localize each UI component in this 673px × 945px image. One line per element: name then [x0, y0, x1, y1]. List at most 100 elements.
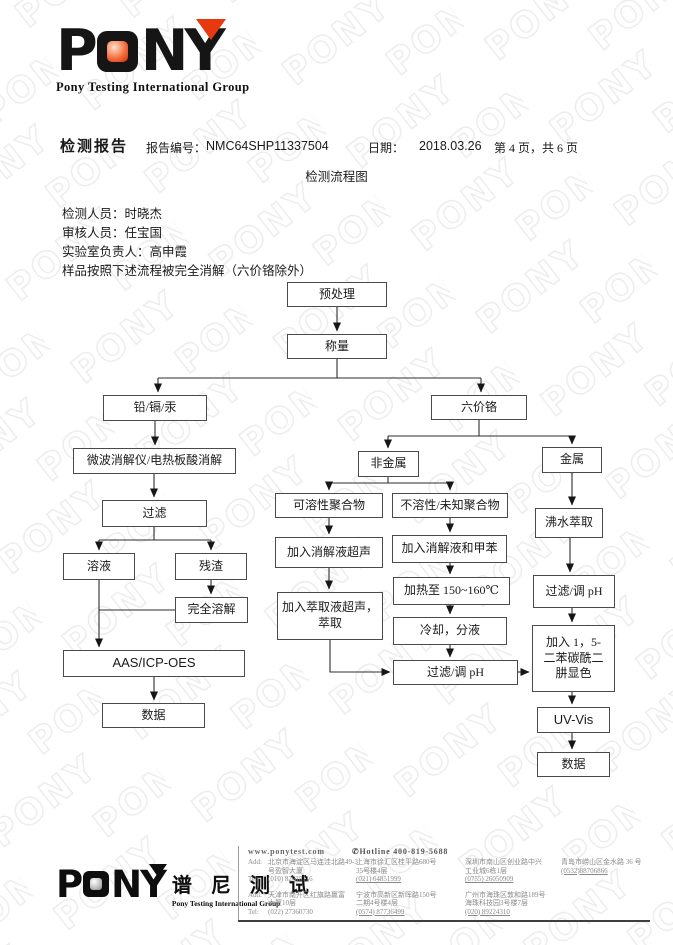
info-line: 样品按照下述流程被完全消解（六价铬除外） [62, 264, 313, 278]
logo-letter-o [83, 871, 110, 897]
flow-box-digest: 微波消解仪/电热板酸消解 [73, 448, 236, 474]
contact-address: 35号楼4层 [356, 866, 388, 875]
flow-box-data2: 数据 [537, 752, 610, 777]
contact-address: 北京市海淀区马连洼北路49-3 [268, 858, 358, 866]
flow-box-data1: 数据 [102, 703, 205, 728]
flow-box-dissolve: 完全溶解 [175, 597, 248, 623]
contact-address: 海珠科技园3号楼7层 [465, 899, 528, 907]
contact-tel: (021) 64851999 [356, 875, 401, 883]
contact-tel: (020) 89224310 [465, 907, 510, 916]
date-value: 2018.03.26 [419, 139, 482, 153]
logo-letter-p: P [56, 862, 83, 906]
footer-hotline: ✆Hotline 400-819-5688 [352, 847, 448, 856]
flow-box-metal: 金属 [542, 447, 602, 473]
contact-label: Tel: [248, 907, 259, 916]
logo-letter-o [96, 30, 138, 72]
info-line: 实验室负责人：高申霞 [62, 245, 188, 259]
contact-tel: (0532)88706866 [561, 866, 608, 875]
flow-box-pre: 预处理 [287, 282, 387, 307]
contact-address: 二期4号楼4层 [356, 899, 398, 907]
flow-box-residue: 残渣 [175, 553, 247, 580]
page-info: 第 4 页，共 6 页 [494, 141, 579, 155]
logo-letter-p: P [56, 18, 98, 84]
contact-address: 青岛市崂山区金水路 36 号 [561, 858, 642, 866]
flow-box-pb: 铅/镉/汞 [103, 395, 207, 421]
contact-address: 宁波市高新区新晖路150号 [356, 890, 437, 899]
footer-logo-subtitle: Pony Testing International Group [171, 899, 281, 908]
flow-box-heat: 加热至 150~160℃ [393, 577, 510, 605]
flow-box-aas: AAS/ICP-OES [63, 650, 245, 677]
flow-box-nonmetal: 非金属 [358, 451, 419, 477]
footer-contact-entry: 深圳市南山区创业路中兴工业城6栋1层(0755) 26050909 [465, 858, 546, 884]
flow-box-boiling: 沸水萃取 [535, 508, 603, 538]
footer-hotline-text: Hotline 400-819-5688 [359, 847, 449, 856]
footer-website: www.ponytest.com [248, 847, 325, 856]
logo-o-core [106, 40, 128, 62]
contact-address: 上海市徐汇区桂平路680号 [356, 858, 437, 866]
report-title: 检测报告 [60, 139, 129, 155]
footer-contact-entry: 广州市海珠区敦和路189号海珠科技园3号楼7层(020) 89224310 [465, 891, 546, 917]
logo-triangle [195, 19, 226, 40]
logo-letter-y: Y [185, 18, 226, 84]
logo-letter-y: Y [140, 862, 167, 906]
footer-contact-entry: 青岛市崂山区金水路 36 号(0532)88706866 [561, 858, 642, 875]
contact-tel: (0574) 87736499 [356, 907, 405, 916]
logo-o-core [90, 878, 103, 890]
logo-letter-n: N [111, 862, 142, 906]
logo-triangle [148, 863, 167, 877]
info-line: 审核人员：任宝国 [62, 226, 163, 240]
personnel-info: 检测人员：时晓杰审核人员：任宝国实验室负责人：高申霞样品按照下述流程被完全消解（… [62, 205, 312, 281]
flow-box-filterph1: 过滤/调 pH [393, 660, 518, 685]
contact-address: 大厦10层 [268, 899, 296, 907]
flow-box-insoluble: 不溶性/未知聚合物 [392, 493, 508, 518]
footer-divider [238, 846, 239, 922]
flow-box-solution: 溶液 [63, 553, 135, 580]
report-no-label: 报告编号： [146, 141, 207, 155]
flow-box-cool: 冷却，分液 [393, 617, 507, 645]
contact-address: 天津市南开区红旗路赢富 [268, 890, 345, 899]
phone-icon: ✆ [352, 847, 360, 856]
flow-box-addtoluene: 加入消解液和甲苯 [392, 535, 507, 563]
flow-box-adddigest: 加入消解液超声 [275, 537, 383, 568]
flow-box-filter1: 过滤 [102, 500, 207, 527]
contact-address: 深圳市南山区创业路中兴 [465, 858, 542, 866]
footer-contact-column: 青岛市崂山区金水路 36 号(0532)88706866 [561, 858, 642, 882]
footer-logo-cn: 谱 尼 测 试 [171, 875, 316, 897]
contact-address: 广州市海珠区敦和路189号 [465, 890, 546, 899]
info-line: 检测人员：时晓杰 [62, 207, 163, 221]
contact-tel: (0755) 26050909 [465, 875, 514, 883]
footer-contact-entry: 宁波市高新区新晖路150号二期4号楼4层(0574) 87736499 [356, 891, 437, 917]
pony-logo-subtitle: Pony Testing International Group [56, 80, 250, 94]
flow-box-uvvis: UV-Vis [537, 707, 610, 733]
flow-box-adddpc: 加入 1，5- 二苯碳酰二 肼显色 [532, 625, 615, 692]
footer-contact-column: 深圳市南山区创业路中兴工业城6栋1层(0755) 26050909 广州市海珠区敦… [465, 858, 546, 923]
contact-label: Tel: [248, 875, 259, 883]
footer-rule [238, 920, 650, 922]
section-title: 检测流程图 [305, 170, 368, 184]
flow-box-cr6: 六价铬 [431, 395, 527, 420]
flow-box-filterph2: 过滤/调 pH [533, 575, 615, 608]
flow-box-soluble: 可溶性聚合物 [275, 493, 383, 518]
contact-address: (010) 82618116 [268, 875, 313, 883]
date-label: 日期： [368, 141, 405, 155]
contact-address: 号盈智大厦 [268, 866, 303, 875]
flow-box-extract: 加入萃取液超声， 萃取 [277, 592, 383, 640]
report-no-value: NMC64SHP11337504 [206, 139, 329, 153]
footer-logo-cn-block: 谱 尼 测 试 Pony Testing International Group [172, 869, 316, 908]
contact-label: Add: [248, 858, 262, 866]
contact-label [248, 899, 268, 908]
contact-label [248, 867, 268, 876]
flow-box-weigh: 称量 [287, 334, 387, 359]
logo-letter-n: N [140, 18, 189, 84]
contact-address: 工业城6栋1层 [465, 866, 507, 875]
